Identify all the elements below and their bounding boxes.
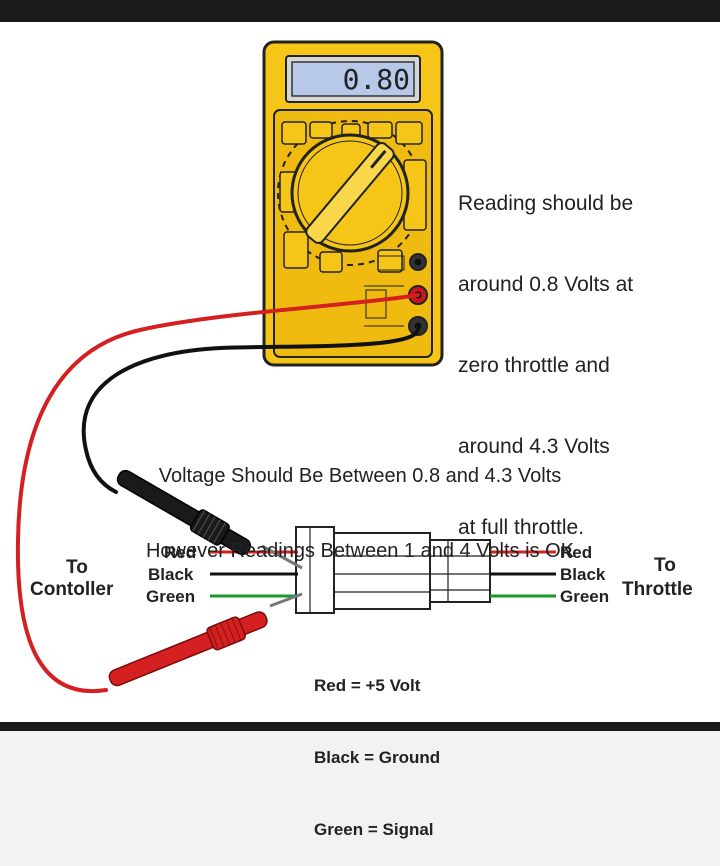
left-wires xyxy=(210,550,298,598)
left-black-label: Black xyxy=(148,565,194,584)
reading-note-line: Reading should be xyxy=(458,192,634,215)
black-lead-wire xyxy=(81,326,420,494)
wire-legend: Red = +5 Volt Black = Ground Green = Sig… xyxy=(314,626,440,866)
reading-note-line: around 4.3 Volts xyxy=(458,435,610,458)
legend-black: Black = Ground xyxy=(314,748,441,767)
right-to-label: To xyxy=(654,555,676,576)
voltage-range-note: Voltage Should Be Between 0.8 and 4.3 Vo… xyxy=(0,414,720,589)
lcd-screen xyxy=(291,61,415,97)
reading-note-line: at full throttle. xyxy=(458,516,585,539)
multimeter: 0.80 xyxy=(262,40,444,367)
reading-note-line: around 0.8 Volts at xyxy=(458,273,634,296)
reading-note-line: zero throttle and xyxy=(458,354,610,377)
right-red-label: Red xyxy=(560,543,593,562)
connector-body xyxy=(333,532,431,610)
reading-note: Reading should be around 0.8 Volts at ze… xyxy=(458,136,633,568)
right-throttle-label: Throttle xyxy=(622,579,693,600)
bottom-border xyxy=(0,722,720,731)
meter-display-value: 0.80 xyxy=(343,63,410,96)
jack-labels xyxy=(364,255,405,327)
connector-right-shell xyxy=(429,539,491,603)
probe-leads xyxy=(15,293,420,694)
right-wires xyxy=(490,550,556,598)
left-green-label: Green xyxy=(146,587,196,606)
right-green-label: Green xyxy=(560,587,610,606)
voltage-range-line: However Readings Between 1 and 4 Volts i… xyxy=(145,540,575,562)
left-controller-label: Contoller xyxy=(30,579,114,600)
top-border xyxy=(0,0,720,22)
legend-red: Red = +5 Volt xyxy=(314,676,421,695)
red-lead-wire xyxy=(15,293,420,694)
red-probe xyxy=(108,592,303,687)
wiring-diagram: 0.80 xyxy=(15,40,556,694)
legend-green: Green = Signal xyxy=(314,820,434,839)
left-to-label: To xyxy=(66,557,88,578)
voltage-range-line: Voltage Should Be Between 0.8 and 4.3 Vo… xyxy=(158,465,562,487)
right-black-label: Black xyxy=(560,565,606,584)
black-probe xyxy=(116,469,303,570)
dial-pointer xyxy=(305,142,395,244)
left-red-label: Red xyxy=(164,543,197,562)
connector xyxy=(295,526,491,614)
